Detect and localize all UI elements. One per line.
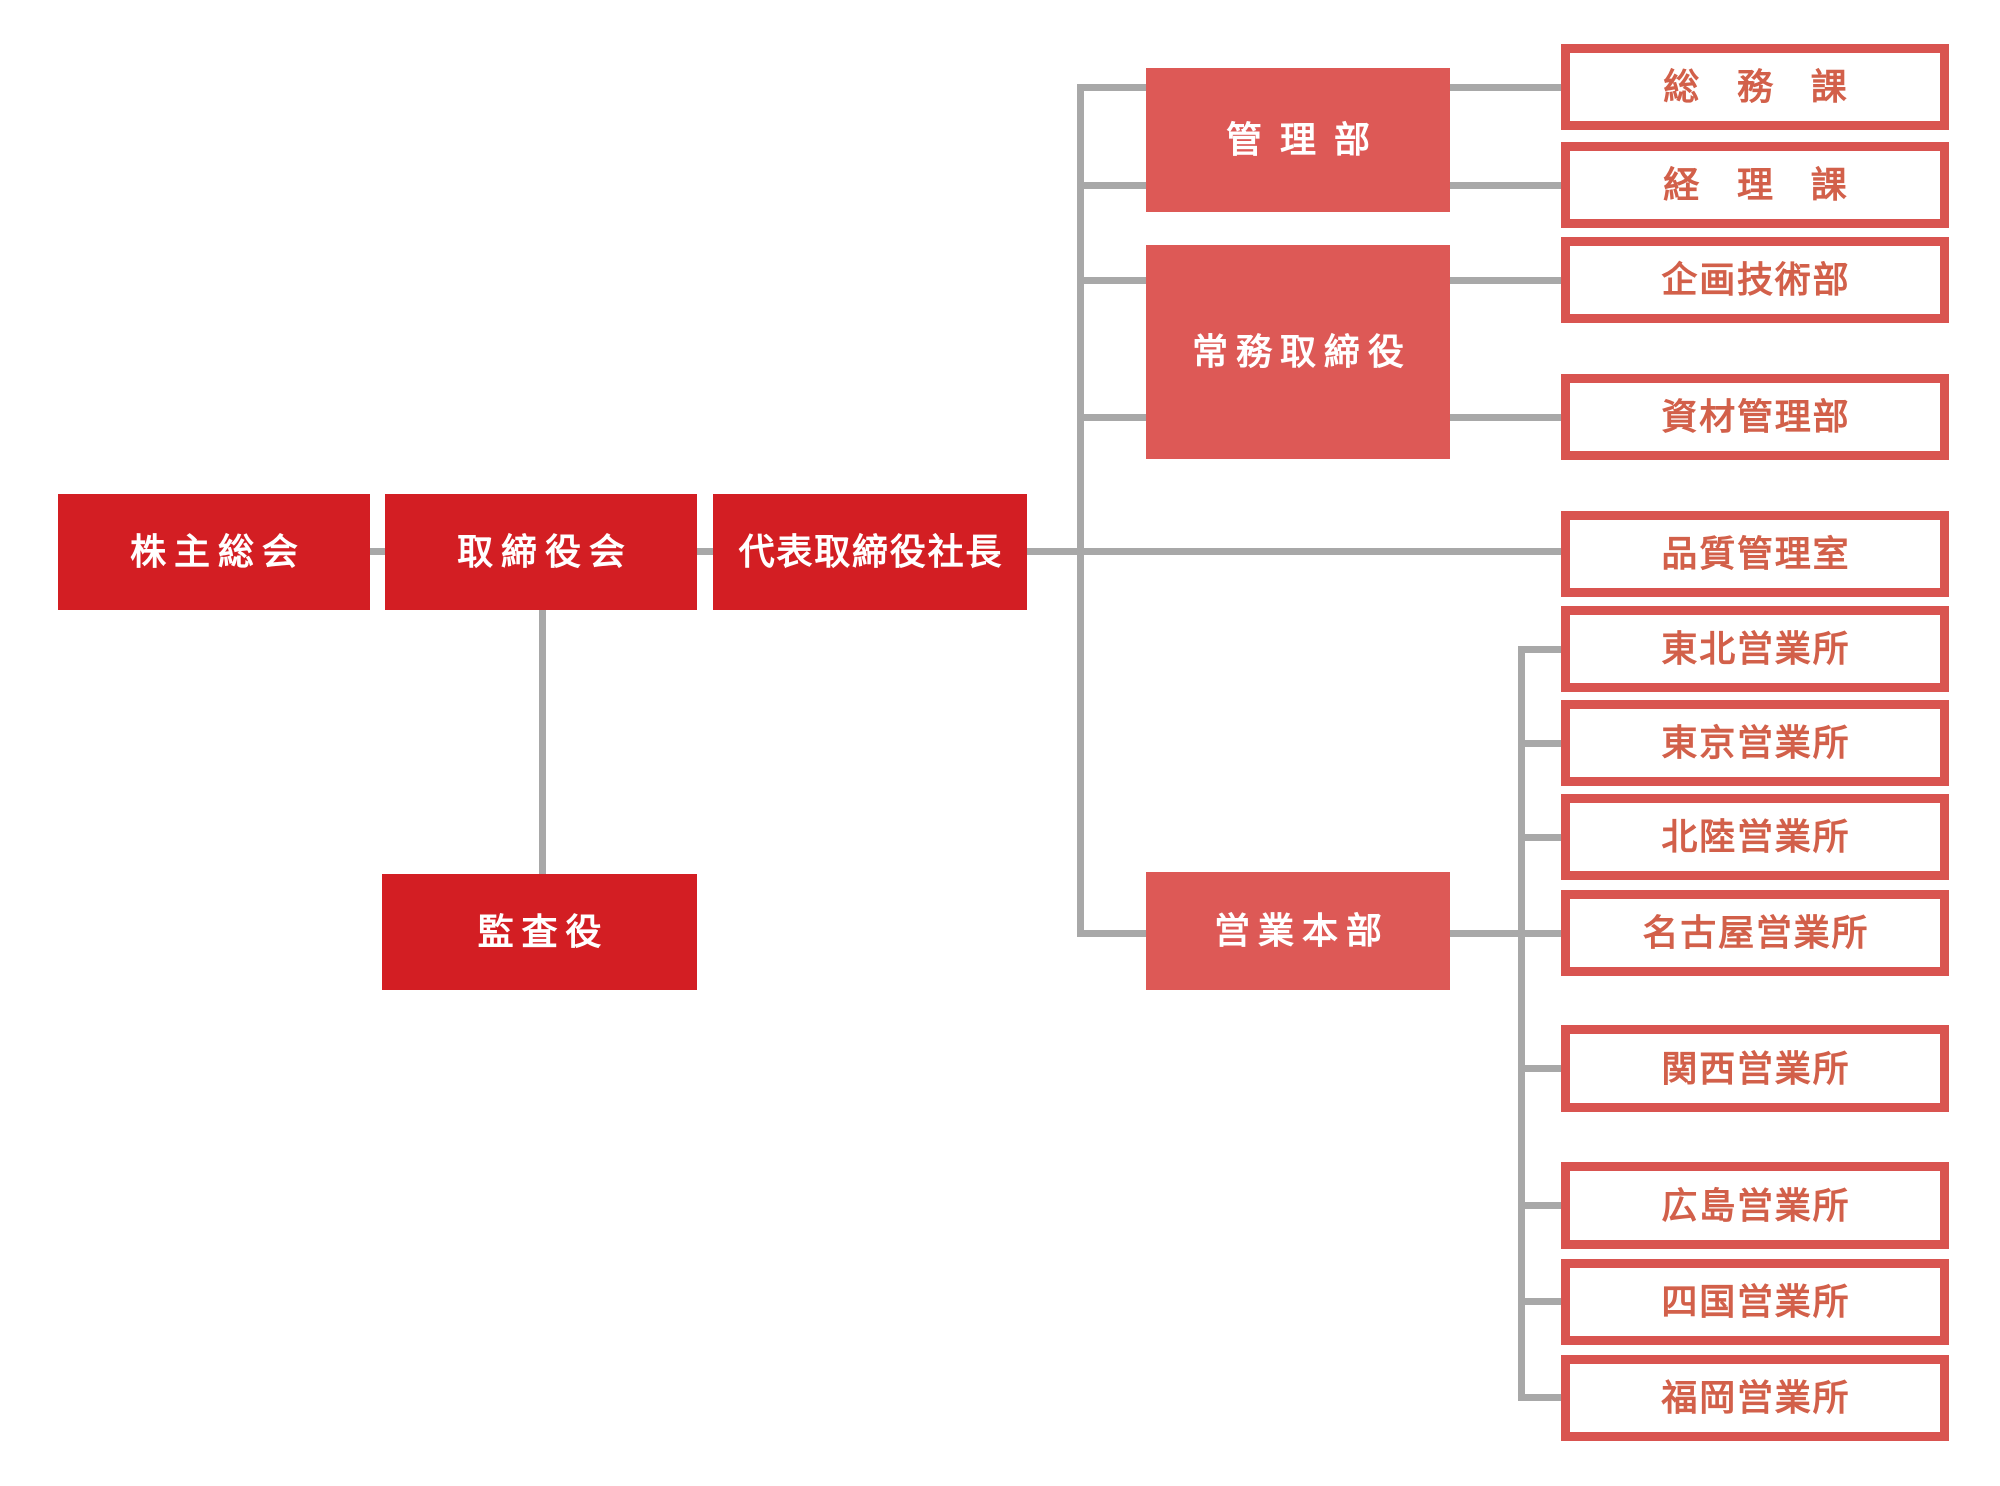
node-label: 代表取締役社長	[738, 531, 1004, 572]
node-auditor: 監査役	[382, 874, 697, 990]
node-label: 資材管理部	[1661, 396, 1851, 437]
node-general-affairs-section: 総務課	[1561, 44, 1949, 130]
connector-hokuriku-stub	[1518, 834, 1561, 841]
connector-fukuoka-stub	[1518, 1394, 1561, 1401]
node-label: 東京営業所	[1661, 722, 1851, 763]
node-planning-technology-dept: 企画技術部	[1561, 237, 1949, 323]
connector-board-to-auditor	[539, 610, 546, 878]
node-label: 広島営業所	[1661, 1184, 1851, 1226]
node-hiroshima-sales-office: 広島営業所	[1561, 1162, 1949, 1249]
connector-tohoku-stub	[1518, 646, 1561, 653]
node-fukuoka-sales-office: 福岡営業所	[1561, 1355, 1949, 1441]
node-quality-control-office: 品質管理室	[1561, 511, 1949, 597]
node-label: 監査役	[477, 911, 610, 952]
node-nagoya-sales-office: 名古屋営業所	[1561, 890, 1949, 976]
connector-kansai-stub	[1518, 1065, 1561, 1072]
node-hokuriku-sales-office: 北陸営業所	[1561, 794, 1949, 880]
node-label: 企画技術部	[1661, 259, 1851, 300]
node-shareholders-meeting: 株主総会	[58, 494, 370, 610]
node-tokyo-sales-office: 東京営業所	[1561, 700, 1949, 786]
node-admin-department: 管理部	[1146, 68, 1450, 212]
node-label: 株主総会	[130, 531, 306, 572]
node-label: 常務取締役	[1192, 331, 1412, 372]
node-accounting-section: 経理課	[1561, 142, 1949, 228]
node-label: 経理課	[1663, 164, 1885, 205]
node-shikoku-sales-office: 四国営業所	[1561, 1259, 1949, 1345]
connector-tokyo-stub	[1518, 740, 1561, 747]
node-board-of-directors: 取締役会	[385, 494, 697, 610]
node-label: 取締役会	[457, 531, 633, 572]
connector-sales-trunk	[1518, 646, 1525, 1401]
node-sales-headquarters: 営業本部	[1146, 872, 1450, 990]
node-tohoku-sales-office: 東北営業所	[1561, 606, 1949, 692]
node-label: 北陸営業所	[1661, 816, 1851, 857]
node-label: 四国営業所	[1661, 1281, 1851, 1322]
node-label: 名古屋営業所	[1642, 912, 1870, 953]
node-materials-management-dept: 資材管理部	[1561, 374, 1949, 460]
connector-shikoku-stub	[1518, 1298, 1561, 1305]
node-kansai-sales-office: 関西営業所	[1561, 1025, 1949, 1112]
node-president: 代表取締役社長	[713, 494, 1027, 610]
node-label: 管理部	[1225, 119, 1388, 160]
node-label: 営業本部	[1214, 910, 1390, 951]
connector-hiroshima-stub	[1518, 1202, 1561, 1209]
node-label: 福岡営業所	[1661, 1377, 1851, 1418]
node-label: 関西営業所	[1661, 1047, 1851, 1089]
node-label: 総務課	[1663, 66, 1885, 107]
node-label: 品質管理室	[1661, 533, 1851, 574]
node-label: 東北営業所	[1661, 628, 1851, 669]
node-managing-director: 常務取締役	[1146, 245, 1450, 459]
connector-main-trunk	[1077, 84, 1084, 937]
